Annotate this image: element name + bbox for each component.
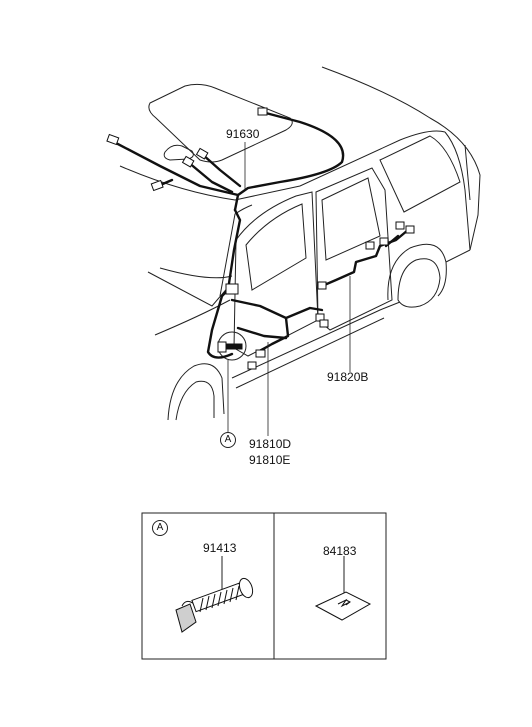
grommet-part xyxy=(175,577,254,633)
harness-roof-branch-sunroof xyxy=(200,152,242,188)
tailgate-edge xyxy=(444,131,471,251)
pad-part xyxy=(314,591,372,621)
harness-front-door-lower xyxy=(230,298,290,354)
harness-front-door-grommet xyxy=(236,326,288,340)
label-91413: 91413 xyxy=(203,541,237,555)
harness-rear-door xyxy=(284,306,324,320)
rear-wheel-arch xyxy=(387,243,447,301)
harness-a-pillar xyxy=(220,208,242,298)
front-wheel-arch xyxy=(167,363,225,421)
roof-panel xyxy=(148,83,293,163)
label-91630: 91630 xyxy=(226,127,260,141)
rear-door-opening xyxy=(315,167,393,331)
rocker-panel-lower xyxy=(235,317,385,389)
callout-a: A xyxy=(220,432,236,448)
rear-bumper xyxy=(445,249,471,263)
front-door-opening xyxy=(233,191,319,357)
rear-door-window xyxy=(321,177,381,261)
rear-wheel xyxy=(397,258,441,308)
connector-rear-door-1 xyxy=(317,281,327,290)
harness-roof-main xyxy=(233,110,345,212)
connector-rear-door-5 xyxy=(405,225,415,234)
connector-rear-door-3 xyxy=(379,237,389,246)
grommet-in-circle xyxy=(217,341,243,353)
connector-dash xyxy=(225,283,239,295)
roof-opening xyxy=(163,144,194,161)
connector-roof-1 xyxy=(106,133,120,146)
body-side-line xyxy=(119,130,446,201)
harness-roof-branch-mid xyxy=(186,160,234,194)
hood-line xyxy=(154,299,231,336)
quarter-window xyxy=(379,135,461,213)
connector-rear-door-2 xyxy=(365,241,375,250)
body-rear-corner xyxy=(464,144,471,201)
label-91820b: 91820B xyxy=(327,370,369,384)
rocker-panel xyxy=(231,301,401,379)
front-wheel xyxy=(175,380,215,421)
connector-front-door-3 xyxy=(319,319,329,328)
connector-front-door-1 xyxy=(255,349,266,358)
dash-line xyxy=(159,267,233,279)
roof-outline xyxy=(321,66,481,251)
windshield-base xyxy=(147,271,231,307)
harness-front-door xyxy=(206,294,234,359)
connector-roof-2 xyxy=(150,179,164,192)
connector-roof-4 xyxy=(195,147,209,160)
label-84183: 84183 xyxy=(323,544,357,558)
a-pillar xyxy=(219,204,253,297)
front-door-window xyxy=(245,203,307,291)
connector-roof-3 xyxy=(181,155,195,168)
harness-roof-branch-left xyxy=(112,140,240,197)
label-91810d: 91810D xyxy=(249,437,292,451)
inset-callout-a: A xyxy=(152,520,168,536)
connector-lower xyxy=(247,361,257,370)
label-91810e: 91810E xyxy=(249,453,291,467)
inset-box xyxy=(141,512,387,660)
connector-roof-5 xyxy=(257,107,268,116)
connector-rear-door-4 xyxy=(395,221,405,230)
